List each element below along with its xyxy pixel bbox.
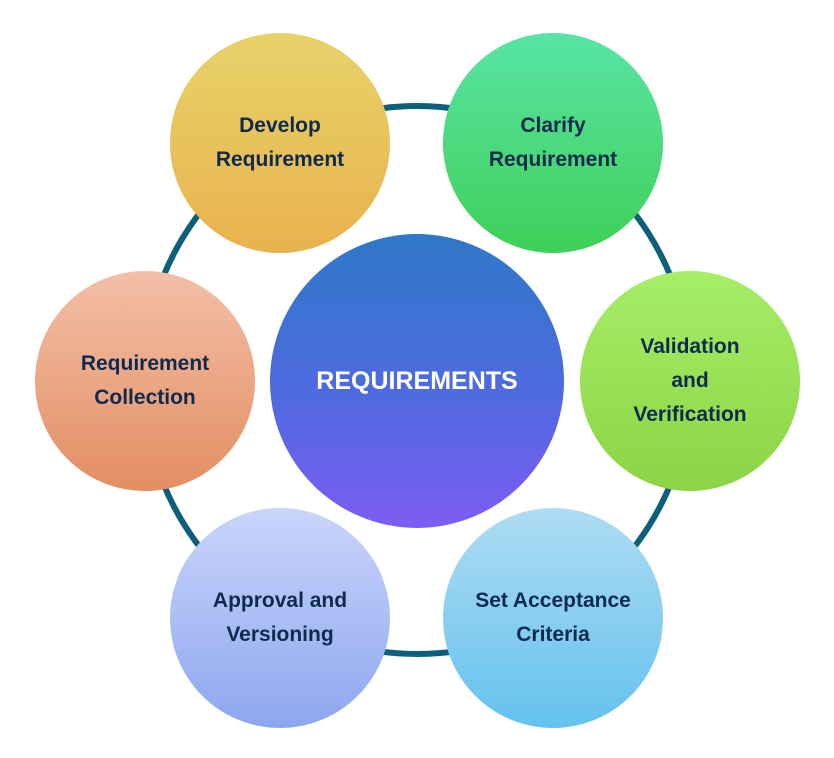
node-develop-requirement: Develop Requirement [170,33,390,253]
node-label-approval-and-versioning: Approval and Versioning [212,589,348,646]
node-label-set-acceptance-criteria: Set Acceptance Criteria [475,589,631,646]
node-label-requirement-collection: Requirement Collection [80,352,210,409]
node-label-validation-and-verification: Validation and Verification [633,335,747,426]
node-approval-and-versioning: Approval and Versioning [170,508,390,728]
center-label: REQUIREMENTS [316,367,518,395]
node-validation-and-verification: Validation and Verification [580,271,800,491]
node-clarify-requirement: Clarify Requirement [443,33,663,253]
center-node-requirements: REQUIREMENTS [270,234,564,528]
node-requirement-collection: Requirement Collection [35,271,255,491]
node-set-acceptance-criteria: Set Acceptance Criteria [443,508,663,728]
node-label-clarify-requirement: Clarify Requirement [488,114,618,171]
node-label-develop-requirement: Develop Requirement [215,114,345,171]
